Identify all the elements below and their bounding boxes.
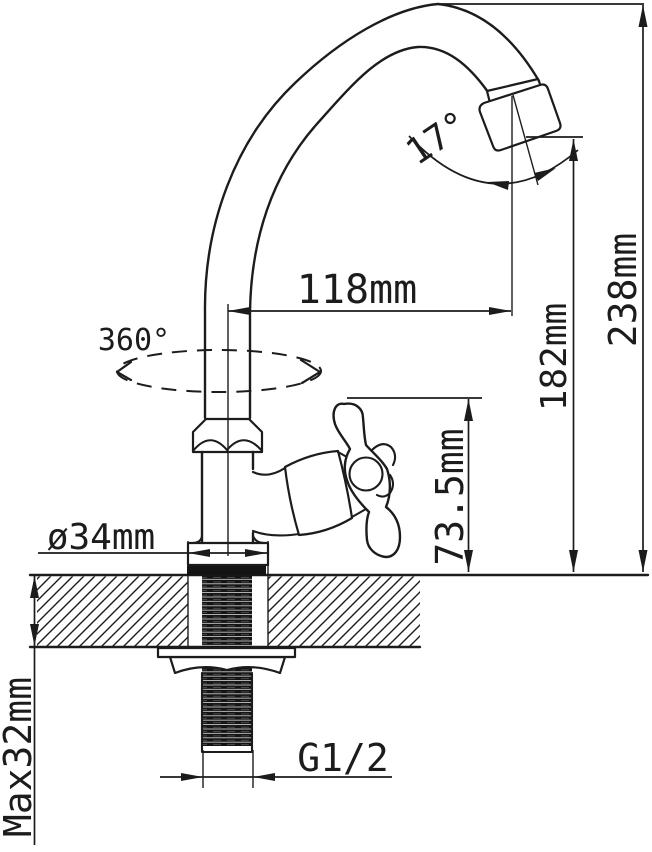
label-counter-thickness: Max32mm <box>0 677 40 837</box>
label-base-diameter: ø34mm <box>47 517 155 558</box>
label-handle-height: 73.5mm <box>428 428 472 565</box>
body-column <box>200 450 255 545</box>
thread-extension-lines <box>202 750 254 788</box>
faucet-body <box>191 2 562 559</box>
handle-hub-circle <box>348 456 384 492</box>
swivel-arrow-right <box>299 358 322 385</box>
arrowhead <box>245 549 267 557</box>
dimension-labels: 118mm 360° 17° 182mm 238mm 73.5mm ø34mm … <box>0 103 645 837</box>
arrowhead <box>228 307 250 315</box>
dimensions <box>30 3 648 845</box>
arrowhead <box>489 307 511 315</box>
base-gasket <box>187 566 266 576</box>
spout-head <box>478 83 562 152</box>
counter-hatch-right <box>268 576 420 646</box>
threaded-shank-lower <box>202 664 252 746</box>
spout-axis-line <box>512 94 539 186</box>
valve-neck <box>251 466 301 537</box>
label-spout-angle: 17° <box>399 103 476 173</box>
arrowhead <box>30 624 39 646</box>
arrowhead <box>464 550 473 572</box>
cross-handle <box>332 402 402 559</box>
counter-hatch-left <box>37 576 188 646</box>
arrowhead <box>181 773 203 781</box>
label-outlet-height: 182mm <box>534 303 575 411</box>
arrowhead <box>569 550 578 572</box>
locknut-washer <box>156 646 297 659</box>
arrowhead <box>569 139 578 161</box>
threaded-shank-upper <box>202 576 252 647</box>
valve-bonnet <box>283 449 354 537</box>
countertop-section <box>28 541 650 649</box>
riser-hex-nut-facets <box>191 439 264 453</box>
arrowhead <box>188 549 210 557</box>
gooseneck-outer <box>203 2 541 420</box>
locknut <box>168 655 287 675</box>
arrowhead <box>30 576 39 598</box>
arrowhead <box>638 5 648 27</box>
label-swivel-rotation: 360° <box>98 323 170 358</box>
label-spout-reach: 118mm <box>297 267 417 313</box>
shank-outline <box>200 671 254 754</box>
arrowhead <box>638 550 648 572</box>
handle-side-arm <box>370 443 397 498</box>
label-overall-height: 238mm <box>601 233 645 347</box>
arrowhead <box>487 181 509 190</box>
label-thread-size: G1/2 <box>297 736 389 780</box>
arrowhead <box>534 168 556 181</box>
swivel-arrow-left <box>115 360 133 382</box>
arrowhead <box>253 773 275 781</box>
gooseneck-inner <box>248 45 490 420</box>
arrowhead <box>464 399 473 421</box>
